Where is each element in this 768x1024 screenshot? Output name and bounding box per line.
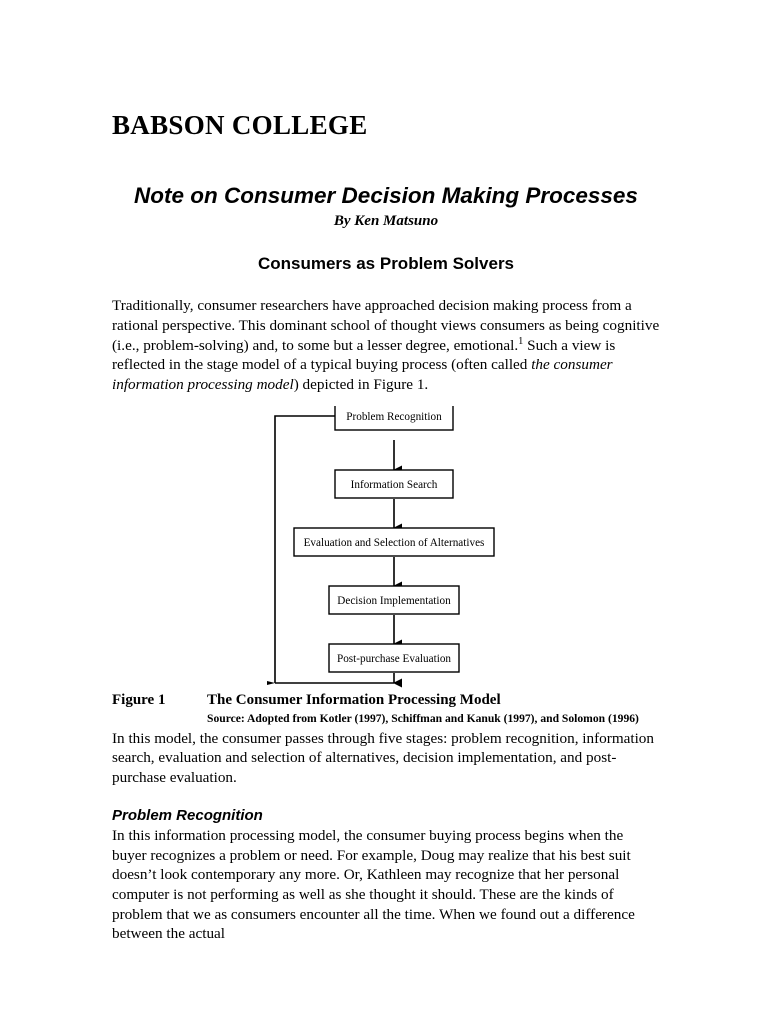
flow-box-rect bbox=[334, 469, 454, 499]
flow-box-label: Evaluation and Selection of Alternatives bbox=[304, 537, 485, 549]
flow-box-rect bbox=[328, 643, 460, 673]
figure-caption-label: Figure 1 bbox=[112, 692, 166, 709]
section-heading-consumers-as-problem-solvers: Consumers as Problem Solvers bbox=[257, 253, 515, 273]
flowchart-diagram: Problem Recognition Information Search E… bbox=[267, 406, 495, 688]
intro-text-part1: Traditionally, consumer researchers have… bbox=[112, 297, 660, 354]
flow-box-rect bbox=[293, 527, 495, 557]
document-content: BABSON COLLEGE Note on Consumer Decision… bbox=[112, 0, 660, 944]
flow-box-label: Post-purchase Evaluation bbox=[337, 653, 451, 665]
flow-box-problem-recognition: Problem Recognition bbox=[334, 406, 454, 431]
intro-paragraph: Traditionally, consumer researchers have… bbox=[112, 274, 660, 394]
figure-caption: Figure 1 The Consumer Information Proces… bbox=[112, 691, 660, 710]
organization-title: BABSON COLLEGE bbox=[112, 110, 368, 140]
flow-box-information-search: Information Search bbox=[334, 469, 454, 499]
intro-text-part2: Such a view is reflected in the stage mo… bbox=[112, 336, 616, 374]
flow-box-rect bbox=[334, 406, 454, 431]
paragraph-after-figure: In this model, the consumer passes throu… bbox=[112, 729, 654, 786]
figure-caption-title: The Consumer Information Processing Mode… bbox=[207, 692, 501, 709]
intro-text-part3: ) depicted in Figure 1. bbox=[293, 375, 429, 393]
flow-box-rect bbox=[328, 585, 460, 615]
flow-box-post-purchase-evaluation: Post-purchase Evaluation bbox=[328, 643, 460, 673]
intro-text-italic: the consumer information processing mode… bbox=[112, 356, 613, 393]
flow-box-label: Information Search bbox=[351, 479, 438, 491]
paragraph-problem-recognition: In this information processing model, th… bbox=[112, 827, 635, 943]
flow-box-decision-implementation: Decision Implementation bbox=[328, 585, 460, 615]
section-heading-problem-recognition: Problem Recognition bbox=[112, 807, 263, 825]
document-title: Note on Consumer Decision Making Process… bbox=[134, 183, 638, 209]
flow-box-evaluation-selection: Evaluation and Selection of Alternatives bbox=[293, 527, 495, 557]
flow-box-label: Decision Implementation bbox=[337, 595, 451, 607]
figure-1-flowchart: Problem Recognition Information Search E… bbox=[112, 406, 660, 691]
figure-source-line: Source: Adopted from Kotler (1997), Schi… bbox=[207, 712, 639, 726]
flow-box-label: Problem Recognition bbox=[346, 411, 442, 423]
feedback-left-riser bbox=[274, 415, 337, 684]
document-author: By Ken Matsuno bbox=[333, 212, 439, 229]
footnote-marker: 1 bbox=[518, 335, 524, 347]
